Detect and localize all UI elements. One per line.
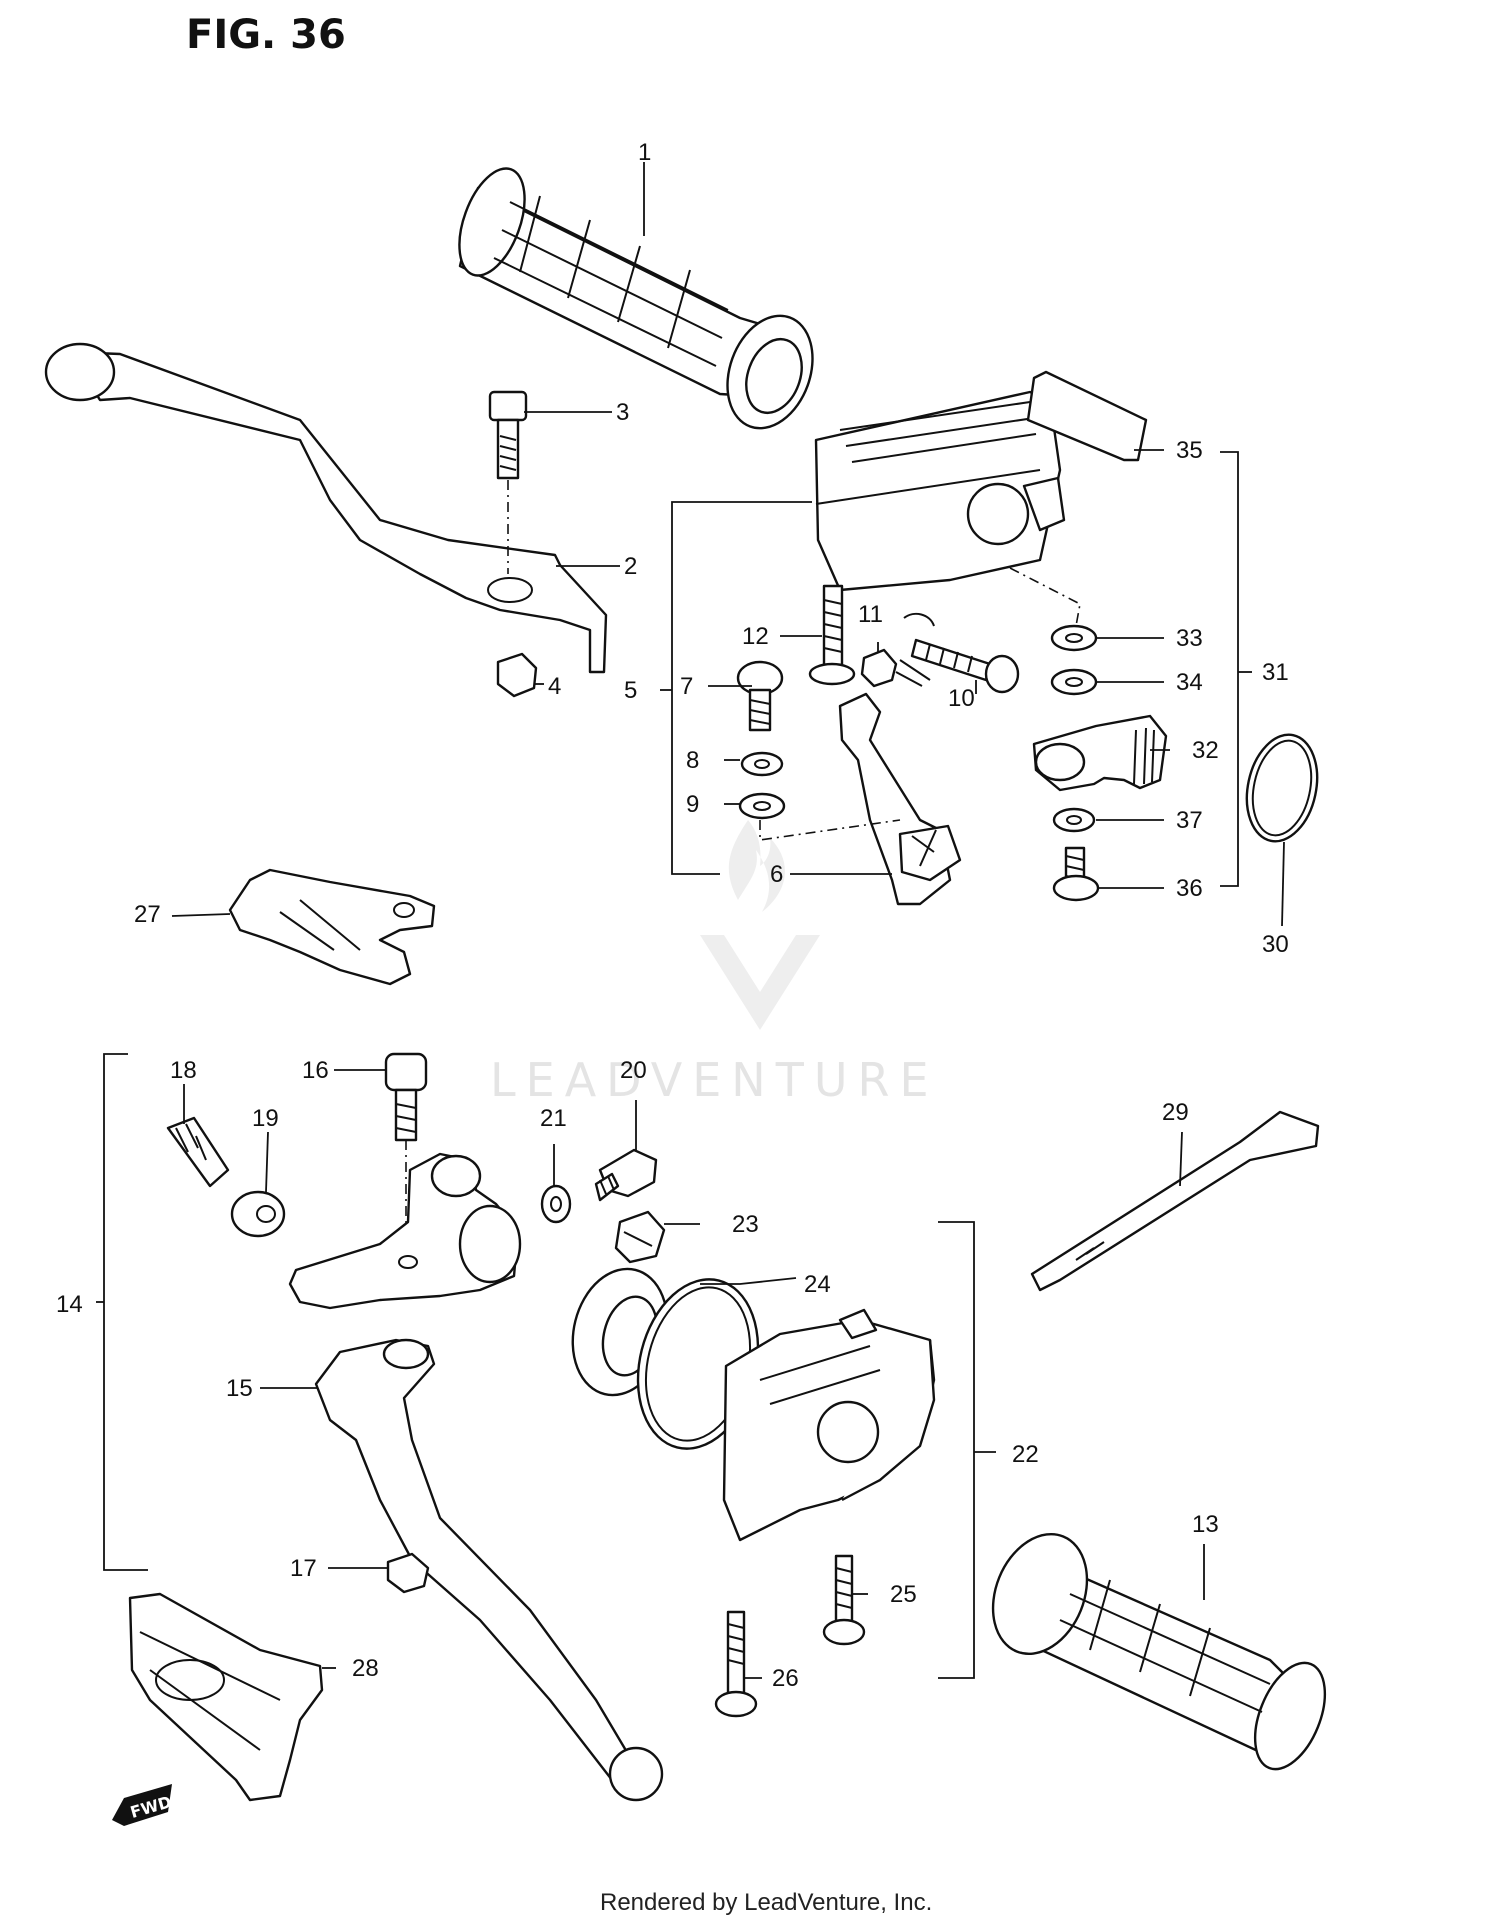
callout-14: 14	[56, 1291, 83, 1318]
watermark-text: LEADVENTURE	[490, 1053, 939, 1107]
part-33-washer	[1050, 624, 1098, 652]
callout-15: 15	[226, 1375, 253, 1402]
part-29-strap	[1030, 1110, 1320, 1292]
callout-35: 35	[1176, 437, 1203, 464]
callout-10: 10	[948, 685, 975, 712]
watermark-flame-icon	[728, 820, 785, 912]
callout-4: 4	[548, 673, 561, 700]
bracket-22	[938, 1221, 996, 1679]
callout-30: 30	[1262, 931, 1289, 958]
part-20-screw	[594, 1148, 658, 1202]
part-37-washer	[1052, 807, 1096, 833]
callout-33: 33	[1176, 625, 1203, 652]
part-12-screw	[808, 584, 856, 686]
callout-17: 17	[290, 1555, 317, 1582]
part-35-decal	[1026, 370, 1148, 462]
part-1-grip	[458, 167, 814, 430]
part-6-choke-lever	[838, 692, 962, 906]
callout-34: 34	[1176, 669, 1203, 696]
callout-1: 1	[638, 139, 651, 166]
part-34-washer	[1050, 668, 1098, 696]
part-22-switch-housing	[722, 1308, 936, 1542]
watermark: LEADVENTURE	[490, 820, 939, 1107]
part-17-nut	[386, 1552, 430, 1594]
part-23-clamp	[614, 1210, 666, 1264]
part-11-nut	[860, 648, 898, 688]
callout-19: 19	[252, 1105, 279, 1132]
callout-6: 6	[770, 861, 783, 888]
part-13-grip	[991, 1532, 1327, 1771]
part-25-screw	[822, 1554, 866, 1646]
part-16-bolt	[384, 1052, 428, 1142]
part-7-screw	[736, 660, 784, 732]
leader-lines	[171, 162, 1285, 1679]
part-2-brake-lever	[44, 342, 608, 674]
part-36-screw	[1052, 846, 1100, 902]
callout-31: 31	[1262, 659, 1289, 686]
watermark-v-icon	[700, 935, 820, 1030]
figure-title: FIG. 36	[186, 12, 346, 58]
bracket-31	[1220, 451, 1252, 887]
part-18-adjuster	[166, 1116, 230, 1188]
part-28-cover	[128, 1592, 324, 1802]
part-30-oring	[1245, 733, 1319, 843]
callout-7: 7	[680, 673, 693, 700]
part-9-washer	[738, 792, 786, 820]
callout-28: 28	[352, 1655, 379, 1682]
callout-18: 18	[170, 1057, 197, 1084]
callout-21: 21	[540, 1105, 567, 1132]
part-10-screw	[910, 638, 1020, 694]
part-14-lever-bracket	[288, 1152, 522, 1310]
part-32-clamp	[1032, 714, 1168, 792]
callout-labels: 1 2 3 4 5 6 7 8 9 10 11 12 13 14 15 16 1…	[56, 139, 1289, 1692]
callout-5: 5	[624, 677, 637, 704]
part-21-washer	[540, 1184, 572, 1224]
callout-16: 16	[302, 1057, 329, 1084]
part-4-nut	[496, 652, 538, 698]
callout-27: 27	[134, 901, 161, 928]
callout-26: 26	[772, 1665, 799, 1692]
callout-20: 20	[620, 1057, 647, 1084]
callout-12: 12	[742, 623, 769, 650]
part-27-bracket	[228, 868, 436, 986]
fwd-direction-badge: FWD	[112, 1784, 174, 1826]
callout-24: 24	[804, 1271, 831, 1298]
bracket-14	[96, 1053, 148, 1571]
callout-32: 32	[1192, 737, 1219, 764]
bracket-5	[660, 501, 812, 875]
part-8-washer	[740, 751, 784, 777]
part-26-screw	[714, 1610, 758, 1718]
callout-11: 11	[858, 601, 883, 628]
part-3-bolt	[488, 390, 528, 480]
part-31-switch-housing	[814, 390, 1066, 592]
callout-37: 37	[1176, 807, 1203, 834]
callout-36: 36	[1176, 875, 1203, 902]
callout-25: 25	[890, 1581, 917, 1608]
footer-credit: Rendered by LeadVenture, Inc.	[600, 1889, 932, 1916]
callout-9: 9	[686, 791, 699, 818]
callout-8: 8	[686, 747, 699, 774]
callout-29: 29	[1162, 1099, 1189, 1126]
callout-23: 23	[732, 1211, 759, 1238]
part-15-clutch-lever	[314, 1338, 664, 1802]
callout-2: 2	[624, 553, 637, 580]
callout-13: 13	[1192, 1511, 1219, 1538]
callout-22: 22	[1012, 1441, 1039, 1468]
callout-3: 3	[616, 399, 629, 426]
